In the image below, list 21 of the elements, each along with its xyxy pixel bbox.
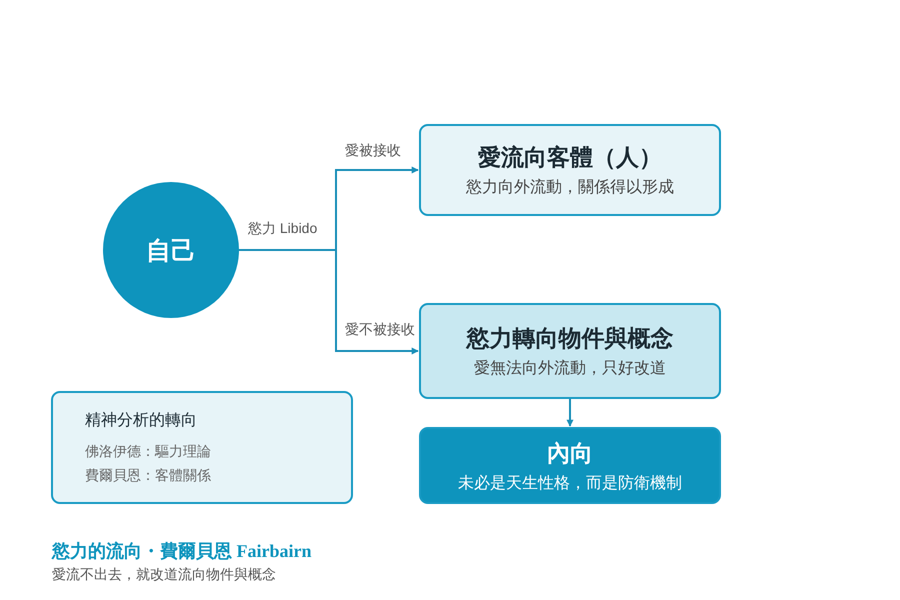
process-box xyxy=(419,427,721,504)
edge-label: 愛不被接收 xyxy=(343,321,417,339)
process-box xyxy=(419,303,721,399)
node-title: 愛流向客體（人） xyxy=(478,143,662,172)
process-box xyxy=(419,124,721,216)
node-title: 內向 xyxy=(547,438,593,468)
arrow xyxy=(239,249,419,354)
title: 慾力的流向・費爾貝恩 Fairbairn xyxy=(52,540,312,563)
info-card xyxy=(51,391,353,504)
node-description: 費爾貝恩：客體關係 xyxy=(85,467,211,485)
node-description: 慾力向外流動，關係得以形成 xyxy=(466,178,674,198)
edge-label: 愛被接收 xyxy=(343,142,403,160)
node-title: 精神分析的轉向 xyxy=(85,410,197,431)
flow-label: 慾力 Libido xyxy=(246,220,320,238)
node-description: 愛無法向外流動，只好改道 xyxy=(474,358,666,379)
node-description: 未必是天生性格，而是防衛機制 xyxy=(458,474,682,494)
node-description: 佛洛伊德：驅力理論 xyxy=(85,443,211,461)
node-title: 自己 xyxy=(146,236,196,266)
arrow xyxy=(566,399,574,427)
node-title: 慾力轉向物件與概念 xyxy=(466,324,674,353)
caption: 愛流不出去，就改道流向物件與概念 xyxy=(52,566,276,584)
